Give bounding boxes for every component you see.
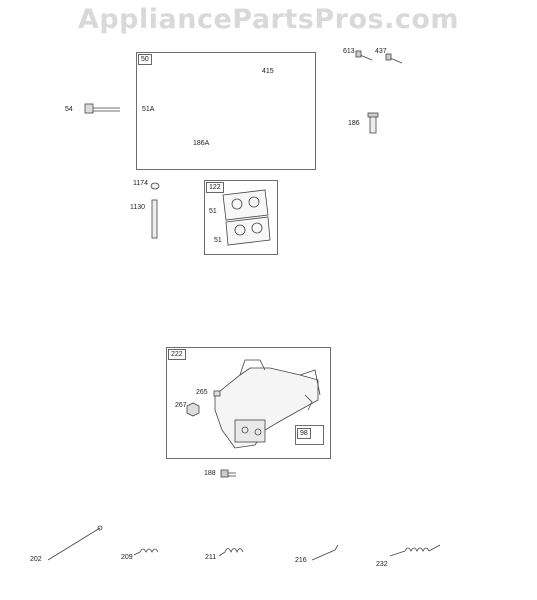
part-label-209: 209 xyxy=(121,554,133,561)
part-label-51-bottom: 51 xyxy=(214,237,222,244)
spring-211-drawing xyxy=(218,548,244,557)
screw-437-drawing xyxy=(385,53,403,64)
screw-613-drawing xyxy=(355,50,373,61)
part-label-186a: 186A xyxy=(193,140,210,147)
bracket-assembly-box xyxy=(166,347,331,459)
part-label-54: 54 xyxy=(65,106,73,113)
part-label-437: 437 xyxy=(375,48,387,55)
part-label-51-top: 51 xyxy=(209,208,217,215)
part-label-1174: 1174 xyxy=(133,180,149,187)
part-label-613: 613 xyxy=(343,48,355,55)
part-label-265: 265 xyxy=(196,389,208,396)
part-label-51a: 51A xyxy=(142,106,155,113)
part-label-267: 267 xyxy=(175,402,187,409)
gasket-pair-drawing xyxy=(222,189,271,246)
part-label-232: 232 xyxy=(376,561,388,568)
part-label-186: 186 xyxy=(348,120,360,127)
part-label-188: 188 xyxy=(204,470,216,477)
box-label-gasket: 122 xyxy=(206,182,224,193)
control-bracket-drawing xyxy=(214,359,321,449)
gasket-box xyxy=(204,180,278,255)
box-label-inset: 98 xyxy=(297,428,311,439)
intake-assembly-box xyxy=(136,52,316,170)
site-watermark: AppliancePartsPros.com xyxy=(77,4,460,35)
nut-267-drawing xyxy=(186,402,200,417)
part-label-1130: 1130 xyxy=(130,204,146,211)
box-label-bracket: 222 xyxy=(168,349,186,360)
fitting-186-drawing xyxy=(367,112,379,134)
box-label-intake: 50 xyxy=(138,54,152,65)
rod-1130-drawing xyxy=(151,199,158,239)
screw-188-drawing xyxy=(220,469,236,478)
clip-265-drawing xyxy=(213,390,221,397)
linkage-202-drawing xyxy=(47,525,103,561)
link-216-drawing xyxy=(311,544,339,561)
spring-209-drawing xyxy=(133,548,159,556)
part-label-202: 202 xyxy=(30,556,42,563)
ring-1174-drawing xyxy=(150,182,160,190)
part-label-415: 415 xyxy=(262,68,274,75)
spring-232-drawing xyxy=(389,544,441,557)
part-label-216: 216 xyxy=(295,557,307,564)
bolt-54-drawing xyxy=(84,103,120,114)
part-label-211: 211 xyxy=(205,554,217,561)
